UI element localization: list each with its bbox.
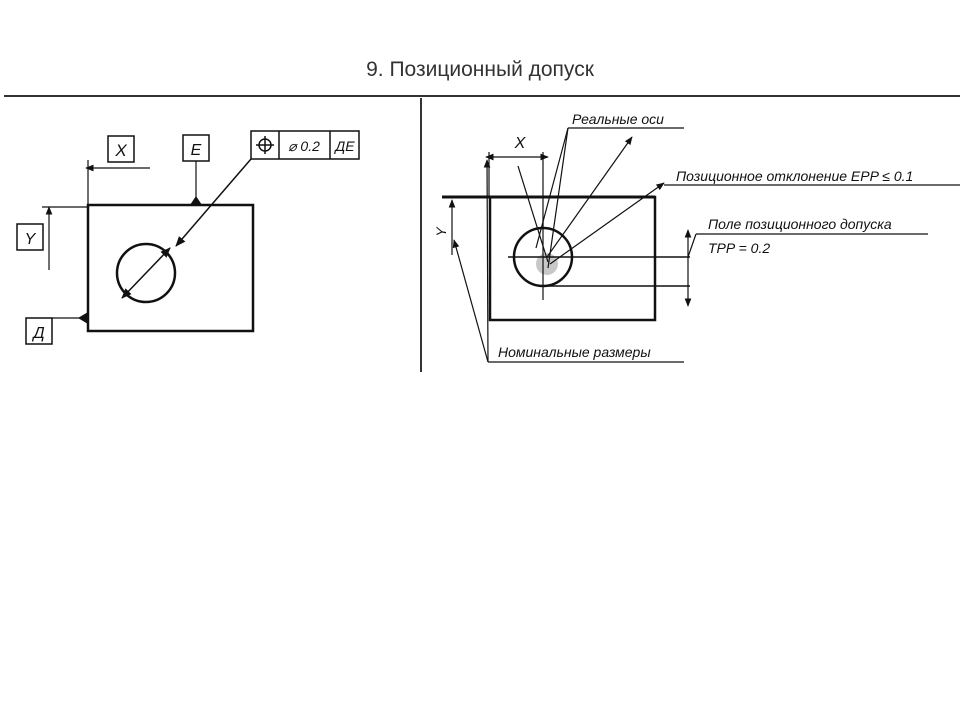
real-axis-line-a [535, 127, 569, 249]
part-rectangle [86, 203, 255, 333]
y-dimension-box [16, 223, 44, 251]
tolerance-field-link [687, 233, 697, 258]
y-dimension-label: Y [25, 231, 37, 248]
datum-d-label: Д [31, 325, 44, 342]
deviation-leader-a [546, 136, 633, 258]
real-axes-label: Реальные оси [572, 111, 664, 127]
nominal-sizes-label: Номинальные размеры [498, 344, 651, 360]
tpp-label: TPP = 0.2 [708, 240, 770, 256]
hole-diameter-line [121, 247, 171, 299]
hole-circle [115, 242, 177, 304]
tolerance-zone-highlight [536, 253, 558, 275]
left-drawing: X Y E Д [16, 130, 360, 345]
x-dimension-label-right: X [514, 135, 527, 152]
datum-d-triangle [78, 312, 88, 324]
nominal-leader-b [483, 159, 491, 363]
frame-datums: ДЕ [333, 138, 355, 154]
x-dimension-box [107, 135, 135, 163]
datum-d-box [25, 317, 53, 345]
right-drawing: X Y Реальные оси [433, 111, 960, 363]
real-axis-line-c [517, 165, 549, 263]
real-axis-line-b [547, 127, 569, 269]
y-dimension-label-right: Y [433, 226, 449, 237]
frame-tolerance-value: ⌀ 0.2 [288, 138, 320, 154]
frame-leader [175, 158, 252, 247]
slide-title: 9. Позиционный допуск [366, 58, 594, 81]
deviation-leader-b [549, 182, 665, 265]
nominal-leader-a [452, 239, 489, 363]
part-rectangle-right [488, 195, 657, 322]
tolerance-field-label: Поле позиционного допуска [708, 216, 892, 232]
position-deviation-label: Позиционное отклонение EPP ≤ 0.1 [676, 168, 913, 184]
feature-control-frame: ⌀ 0.2 ДЕ [250, 130, 360, 160]
datum-e-triangle [190, 196, 202, 205]
datum-e-label: E [191, 142, 202, 159]
x-dimension-label: X [114, 141, 127, 160]
